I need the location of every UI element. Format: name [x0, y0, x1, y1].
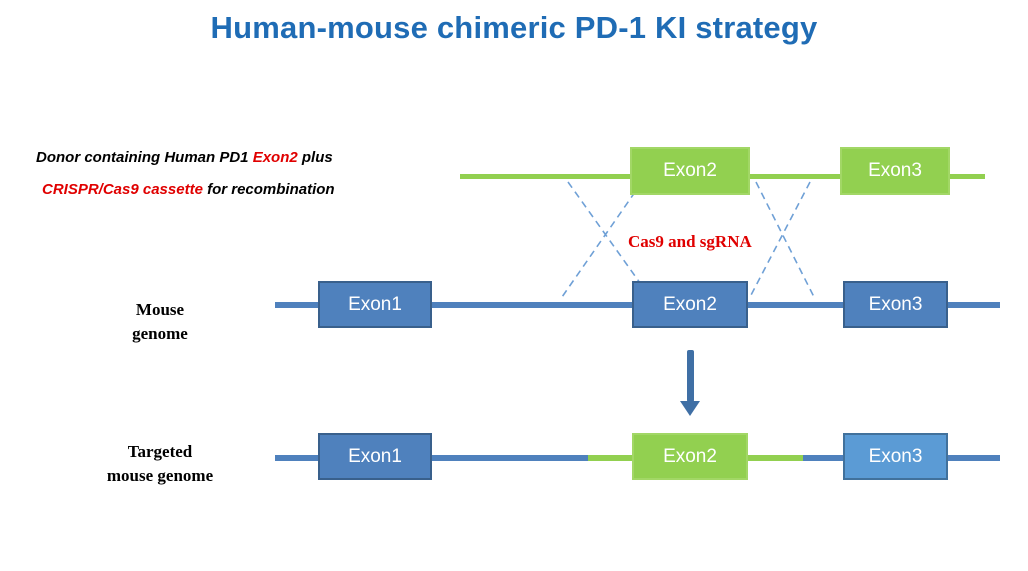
cas9-sgrna-label: Cas9 and sgRNA — [628, 232, 752, 251]
exon-label: Exon1 — [348, 445, 402, 467]
caption-text: plus — [297, 149, 333, 166]
donor-caption-line1: Donor containing Human PD1 Exon2 plus — [36, 142, 416, 174]
targeted-genome-label-line2: mouse genome — [106, 466, 214, 485]
mouse-genome-label: Mouse genome — [85, 298, 235, 346]
targeted-genome-label: Targeted mouse genome — [60, 440, 260, 488]
dashed-cross-line — [749, 181, 811, 298]
exon-label: Exon3 — [868, 445, 923, 467]
exon-label: Exon3 — [868, 293, 923, 315]
down-arrow-stem — [687, 350, 694, 402]
caption-text: Donor containing Human PD1 — [36, 149, 253, 166]
caption-text: for recombination — [202, 181, 335, 198]
caption-text-red: Exon2 — [252, 149, 298, 166]
exon-label: Exon1 — [348, 293, 402, 315]
donor-caption-line2: CRISPR/Cas9 cassette for recombination — [36, 174, 416, 206]
targeted-exon3-box: Exon3 — [843, 433, 948, 480]
mouse-genome-label-line1: Mouse — [135, 300, 185, 319]
exon-label: Exon2 — [663, 160, 717, 181]
targeted-genome-label-line1: Targeted — [127, 442, 193, 461]
mouse-exon2-box: Exon2 — [632, 281, 748, 328]
down-arrow-head — [680, 401, 700, 416]
mouse-exon1-box: Exon1 — [318, 281, 432, 328]
donor-caption: Donor containing Human PD1 Exon2 plus CR… — [36, 142, 416, 206]
caption-text-red: CRISPR/Cas9 cassette — [42, 181, 203, 198]
exon-label: Exon2 — [663, 293, 717, 315]
donor-exon2-box: Exon2 — [630, 147, 750, 195]
page-title: Human-mouse chimeric PD-1 KI strategy — [210, 10, 818, 45]
targeted-exon1-box: Exon1 — [318, 433, 432, 480]
exon-label: Exon3 — [868, 160, 922, 181]
exon-label: Exon2 — [663, 445, 717, 467]
mouse-exon3-box: Exon3 — [843, 281, 948, 328]
dashed-cross-line — [755, 181, 815, 298]
mouse-genome-label-line2: genome — [132, 324, 188, 343]
donor-exon3-box: Exon3 — [840, 147, 950, 195]
targeted-exon2-box: Exon2 — [632, 433, 748, 480]
